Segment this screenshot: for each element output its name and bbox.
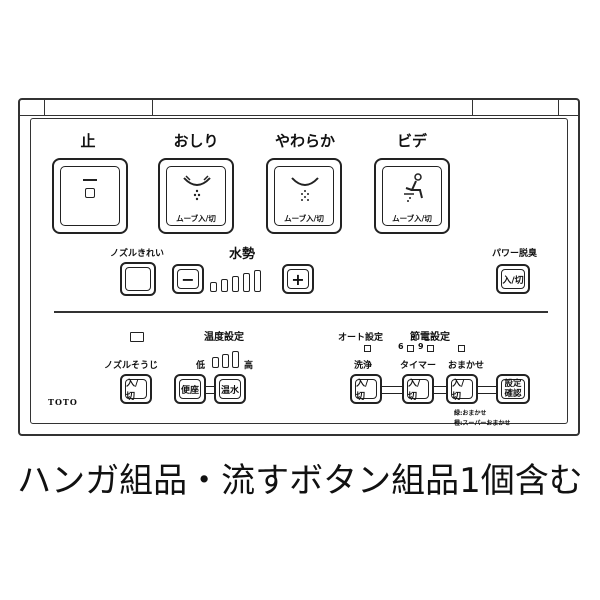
bidet-move-label: ムーブ入/切	[392, 214, 432, 223]
onsui-button-label: 温水	[219, 379, 241, 399]
oshiri-spray-icon	[183, 175, 211, 201]
divider	[54, 311, 548, 313]
nozzle-souji-button[interactable]: 入/切	[120, 374, 152, 404]
panel-top-strip	[20, 100, 578, 116]
minus-icon: −	[177, 269, 199, 289]
num-9-indicator	[427, 345, 434, 352]
stop-label: 止	[80, 132, 96, 150]
stop-button[interactable]	[52, 158, 128, 234]
water-force-minus-button[interactable]: −	[172, 264, 204, 294]
eco-setting-label: 節電設定	[410, 332, 450, 343]
yawaraka-label: やわらか	[274, 132, 335, 150]
high-label: 高	[244, 361, 254, 371]
nozzle-souji-label: ノズルそうじ	[104, 361, 159, 371]
temp-level-2	[222, 354, 229, 368]
auto-setting-label: オート設定	[338, 333, 384, 343]
senjo-auto-button-label: 入/切	[355, 379, 377, 402]
power-deodor-button[interactable]: 入/切	[496, 264, 530, 294]
note-orange: 橙:スーパーおまかせ	[454, 420, 511, 427]
kakunin-label: 確認	[504, 389, 522, 399]
nozzle-clean-label: ノズルきれい	[110, 249, 165, 259]
panel-inner-frame	[30, 118, 568, 424]
power-deodor-label: パワー脱臭	[492, 249, 538, 259]
yawaraka-move-label: ムーブ入/切	[284, 214, 324, 223]
water-force-plus-button[interactable]: +	[282, 264, 314, 294]
bidet-person-icon	[404, 173, 423, 202]
omakase-indicator	[458, 345, 465, 352]
water-force-label: 水勢	[228, 247, 255, 262]
connector	[206, 386, 214, 394]
omakase-button-label: 入/切	[451, 379, 473, 402]
battery-icon	[130, 332, 144, 342]
temp-level-3	[232, 351, 239, 368]
stop-dash-icon	[83, 179, 97, 181]
omakase-button[interactable]: 入/切	[446, 374, 478, 404]
timer-button-label: 入/切	[407, 379, 429, 402]
yawaraka-spray-icon	[291, 177, 319, 201]
power-deodor-button-label: 入/切	[501, 269, 525, 289]
settei-kakunin-button[interactable]: 設定 確認	[496, 374, 530, 404]
oshiri-button[interactable]: ムーブ入/切	[158, 158, 234, 234]
timer-button[interactable]: 入/切	[402, 374, 434, 404]
omakase-label: おまかせ	[448, 361, 485, 371]
nozzle-clean-button[interactable]	[120, 262, 156, 296]
settei-label: 設定	[504, 379, 522, 389]
water-level-1	[210, 282, 217, 292]
num-6-label: 6	[398, 342, 404, 351]
note-green: 緑:おまかせ	[454, 410, 487, 417]
nozzle-souji-button-label: 入/切	[125, 379, 147, 402]
oshiri-move-label: ムーブ入/切	[176, 214, 216, 223]
connector	[478, 386, 496, 394]
water-level-5	[254, 270, 261, 292]
water-level-4	[243, 273, 250, 292]
water-level-3	[232, 276, 239, 292]
benza-button[interactable]: 便座	[174, 374, 206, 404]
water-level-2	[221, 279, 228, 292]
temp-level-1	[212, 357, 219, 368]
product-caption: ハンガ組品・流すボタン組品1個含む	[17, 461, 583, 501]
num-9-label: 9	[418, 342, 424, 351]
bidet-label: ビデ	[396, 132, 427, 150]
bidet-button[interactable]: ムーブ入/切	[374, 158, 450, 234]
low-label: 低	[196, 361, 206, 371]
connector	[382, 386, 402, 394]
senjo-label: 洗浄	[354, 361, 373, 371]
connector	[434, 386, 446, 394]
num-6-indicator	[407, 345, 414, 352]
benza-button-label: 便座	[179, 379, 201, 399]
auto-indicator	[364, 345, 371, 352]
brand-logo: TOTO	[48, 397, 78, 407]
remote-panel: 止 おしり やわらか ビデ ムーブ入/切	[18, 98, 580, 436]
onsui-button[interactable]: 温水	[214, 374, 246, 404]
temp-setting-label: 温度設定	[204, 332, 244, 343]
stop-square-icon	[85, 188, 95, 198]
yawaraka-button[interactable]: ムーブ入/切	[266, 158, 342, 234]
plus-icon: +	[287, 269, 309, 289]
oshiri-label: おしり	[173, 132, 219, 150]
senjo-auto-button[interactable]: 入/切	[350, 374, 382, 404]
timer-label: タイマー	[400, 361, 437, 371]
